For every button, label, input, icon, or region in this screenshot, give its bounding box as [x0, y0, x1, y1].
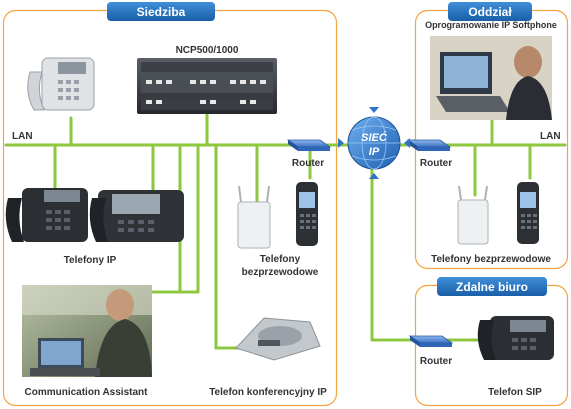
branch-dect-base-station-icon: [457, 185, 489, 245]
remote-header: Zdalne biuro: [437, 277, 547, 296]
hq-router-label: Router: [292, 158, 324, 169]
branch-title: Oddział: [468, 5, 512, 19]
conference-label: Telefon konferencyjny IP: [209, 387, 327, 398]
branch-router-icon: [406, 139, 452, 151]
conference-phone-icon: [235, 317, 321, 361]
branch-header: Oddział: [448, 2, 532, 21]
sip-phone-label: Telefon SIP: [488, 387, 542, 398]
branch-dect-handset-icon: [517, 182, 539, 244]
ip-phone-icon: [5, 188, 88, 242]
ip-network-globe-icon: [338, 107, 410, 179]
softphone-label: Oprogramowanie IP Softphone: [425, 20, 557, 30]
communication-assistant-photo: [22, 285, 152, 377]
hq-wireless-label-line1: Telefony: [260, 254, 301, 265]
softphone-photo: [430, 36, 552, 120]
ip-phone-display-icon: [89, 190, 184, 242]
pbx-unit: [137, 58, 277, 114]
ip-cloud-label-line2: IP: [369, 146, 380, 158]
pbx-label: NCP500/1000: [176, 45, 239, 56]
hq-header: Siedziba: [107, 2, 215, 21]
hq-wireless-label-line2: bezprzewodowe: [242, 267, 319, 278]
branch-lan-label: LAN: [540, 131, 561, 142]
branch-router-label: Router: [420, 158, 452, 169]
remote-router-icon: [408, 335, 454, 347]
remote-title: Zdalne biuro: [456, 280, 528, 294]
desk-phone-white-icon: [27, 57, 95, 111]
ip-phones-label: Telefony IP: [64, 255, 117, 266]
branch-wireless-label: Telefony bezprzewodowe: [431, 254, 551, 265]
assistant-label: Communication Assistant: [25, 387, 149, 398]
hq-router-icon: [286, 139, 332, 151]
dect-handset-icon: [296, 182, 318, 246]
remote-router-label: Router: [420, 356, 452, 367]
sip-phone-icon: [477, 316, 554, 360]
dect-base-station-icon: [237, 185, 271, 249]
hq-lan-label: LAN: [12, 131, 33, 142]
ip-cloud-label-line1: SIEĆ: [361, 131, 388, 144]
hq-title: Siedziba: [137, 5, 186, 19]
